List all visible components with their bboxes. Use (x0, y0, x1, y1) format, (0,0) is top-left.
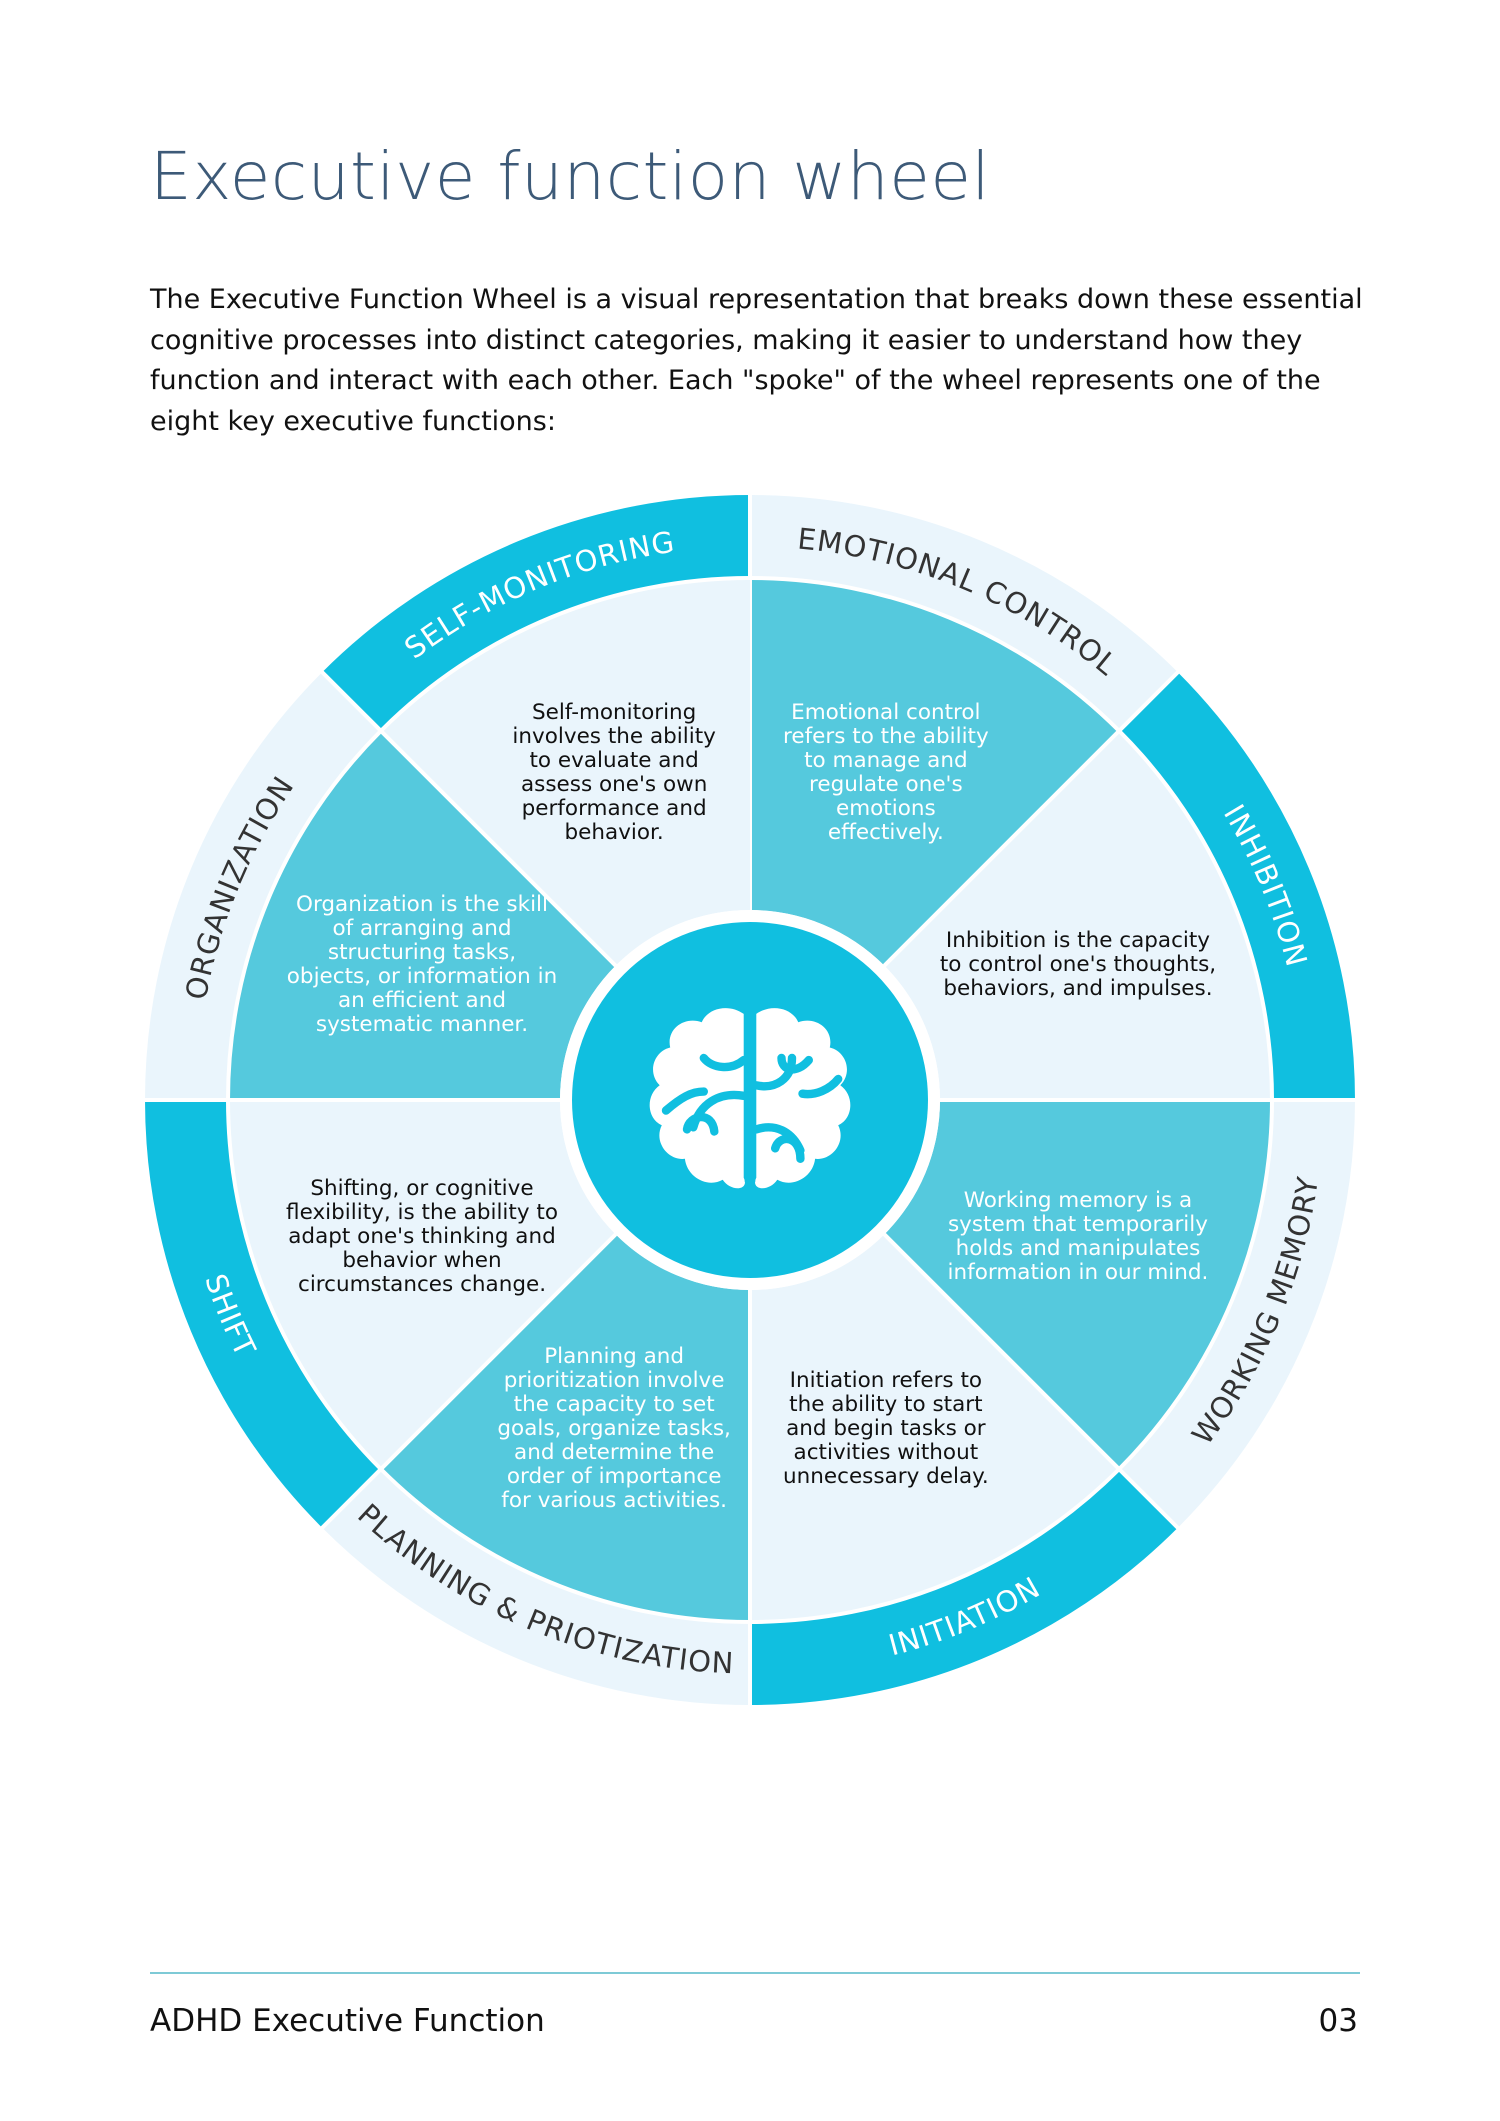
description-line: to evaluate and (530, 748, 699, 773)
description-line: assess one's own (521, 772, 707, 797)
ring-segment-planning-prioritization (322, 1470, 750, 1705)
ring-segment-working-memory (1120, 1100, 1355, 1528)
description-line: activities without (794, 1440, 979, 1465)
footer-divider (150, 1972, 1360, 1974)
description-line: flexibility, is the ability to (286, 1200, 558, 1225)
page-number: 03 (1318, 2003, 1358, 2039)
description-line: refers to the ability (783, 724, 989, 749)
page-title: Executive function wheel (150, 138, 991, 215)
wheel-separator (882, 669, 1181, 968)
description-line: emotions (836, 796, 936, 821)
description-line: and begin tasks or (786, 1416, 986, 1441)
description-line: unnecessary delay. (783, 1464, 989, 1489)
inner-wedge-inhibition (884, 732, 1270, 1100)
inner-wedge-organization (230, 732, 616, 1100)
description-line: Organization is the skill (296, 892, 548, 917)
ring-segment-shift (145, 1100, 380, 1528)
description-line: information in our mind. (948, 1260, 1209, 1285)
inner-wedge-emotional-control (750, 580, 1118, 966)
inner-wedge-initiation (750, 1234, 1118, 1620)
description-line: Working memory is a (964, 1188, 1192, 1213)
description-line: Planning and (544, 1344, 684, 1369)
description-line: adapt one's thinking and (288, 1224, 556, 1249)
description-line: the capacity to set (514, 1392, 715, 1417)
description-line: Self-monitoring (532, 700, 696, 725)
description-line: Emotional control (791, 700, 980, 725)
description-line: the ability to start (789, 1392, 982, 1417)
inner-wedges (143, 493, 1357, 1707)
description-line: for various activities. (501, 1488, 727, 1513)
inner-wedge-working-memory (884, 1100, 1270, 1468)
description-line: Inhibition is the capacity (946, 928, 1210, 953)
description-line: to manage and (804, 748, 968, 773)
inner-wedge-self-monitoring (382, 580, 750, 966)
intro-paragraph: The Executive Function Wheel is a visual… (150, 284, 1363, 437)
description-line: behavior. (565, 820, 664, 845)
description-line: involves the ability (512, 724, 716, 749)
description-line: performance and (522, 796, 707, 821)
description-line: system that temporarily (948, 1212, 1208, 1237)
brain-divider (744, 1011, 756, 1182)
description-line: holds and manipulates (956, 1236, 1201, 1261)
inner-wedge-shift (230, 1100, 616, 1468)
description-line: Shifting, or cognitive (310, 1176, 533, 1201)
footer-title: ADHD Executive Function (150, 2003, 545, 2039)
description-line: behavior when (342, 1248, 501, 1273)
description-line: structuring tasks, (328, 940, 516, 965)
description-line: prioritization involve (504, 1368, 725, 1393)
wheel-separator (319, 669, 618, 968)
description-line: Initiation refers to (790, 1368, 982, 1393)
ring-segment-inhibition (1120, 672, 1355, 1100)
description-line: goals, organize tasks, (497, 1416, 731, 1441)
brain-icon (649, 1008, 851, 1189)
description-line: and determine the (514, 1440, 714, 1465)
description-line: effectively. (828, 820, 944, 845)
wheel-separator (882, 1232, 1181, 1531)
description-line: regulate one's (809, 772, 963, 797)
ring-segment-organization (145, 672, 380, 1100)
description-line: behaviors, and impulses. (943, 976, 1212, 1001)
description-line: objects, or information in (287, 964, 557, 989)
ring-segment-initiation (750, 1470, 1178, 1705)
ring-segment-self-monitoring (322, 495, 750, 730)
description-line: to control one's thoughts, (940, 952, 1216, 977)
description-line: of arranging and (333, 916, 512, 941)
center-hub (560, 910, 940, 1290)
ring-segment-emotional-control (750, 495, 1178, 730)
outer-ring (145, 495, 1355, 1705)
description-line: systematic manner. (316, 1012, 528, 1037)
description-line: circumstances change. (298, 1272, 546, 1297)
wheel-separator (319, 1232, 618, 1531)
description-line: order of importance (507, 1464, 722, 1489)
description-line: an efficient and (338, 988, 506, 1013)
inner-wedge-planning-prioritization (382, 1234, 750, 1620)
